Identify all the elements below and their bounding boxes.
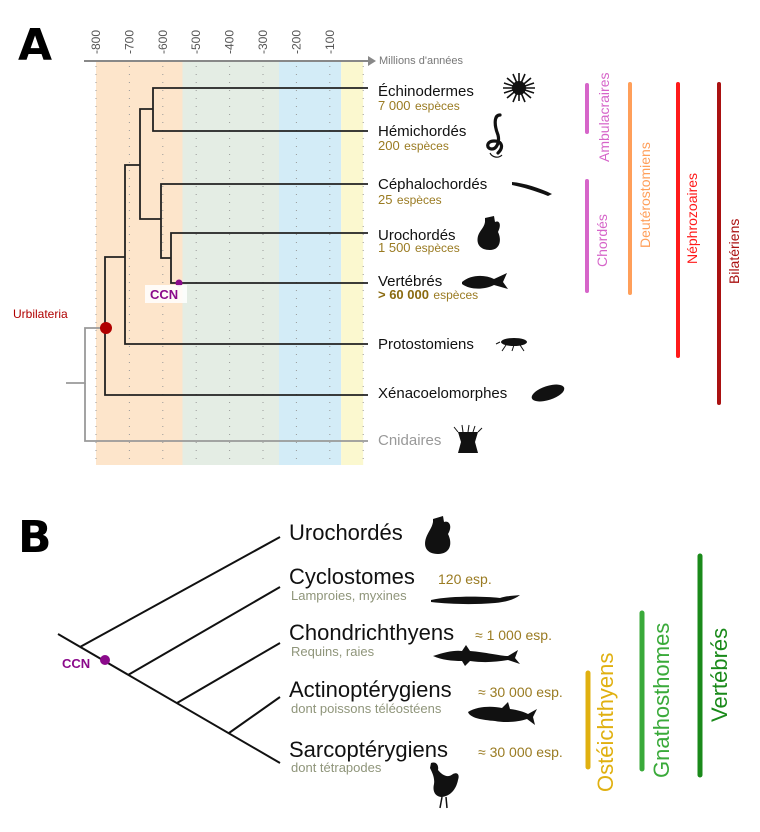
branch-deuterostomia — [139, 108, 161, 220]
taxon-echinodermes[interactable]: Échinodermes 7 000 espèces — [378, 83, 474, 114]
taxon-b-cyclostomes[interactable]: Cyclostomes 120 esp. Lamproies, myxines — [289, 564, 492, 603]
clade-label-chordes: Chordés — [594, 214, 610, 267]
taxon-subtitle: dont tétrapodes — [291, 760, 382, 775]
taxon-name: Vertébrés — [378, 273, 442, 290]
tree-b-branches — [57, 536, 281, 764]
clade-label-bilateriens: Bilatériens — [726, 219, 742, 284]
urbilateria-node[interactable] — [100, 322, 112, 334]
taxon-name: Protostomiens — [378, 336, 474, 353]
tick-label: -200 — [289, 30, 303, 54]
branch-cnidaria — [84, 383, 368, 442]
taxon-vertebres[interactable]: Vertébrés > 60 000 espèces — [378, 273, 478, 303]
acorn-worm-icon — [486, 113, 504, 158]
branch-chondrichthyes — [176, 642, 281, 704]
tick-label: -500 — [189, 30, 203, 54]
branch-actinopterygii — [228, 696, 281, 734]
sea-urchin-icon — [503, 73, 535, 103]
shark-icon — [433, 645, 520, 666]
taxon-count: 1 500 espèces — [378, 239, 460, 256]
taxon-name: Échinodermes — [378, 83, 474, 100]
taxon-count: ≈ 30 000 esp. — [478, 684, 563, 700]
fish-icon — [462, 273, 508, 289]
taxon-subtitle: Requins, raies — [291, 644, 375, 659]
clade-label-osteichthyens: Ostéichthyens — [593, 653, 618, 792]
clade-label-deuterostomiens: Deutérostomiens — [637, 142, 653, 248]
trout-icon — [468, 702, 537, 725]
period-band-paleozoic — [182, 62, 280, 465]
tunicate-icon — [425, 516, 451, 554]
urbilateria-label: Urbilateria — [13, 307, 68, 321]
taxon-name: Cyclostomes — [289, 564, 415, 589]
period-band-cenozoic — [341, 62, 364, 465]
chicken-icon — [430, 762, 459, 809]
taxon-count: 7 000 espèces — [378, 97, 460, 114]
tick-label: -400 — [223, 30, 237, 54]
taxon-count: ≈ 1 000 esp. — [475, 627, 552, 643]
period-band-mesozoic — [279, 62, 342, 465]
ccn-label-b: CCN — [62, 656, 90, 671]
clade-label-nephrozoaires: Néphrozoaires — [684, 173, 700, 264]
taxon-count: ≈ 30 000 esp. — [478, 744, 563, 760]
taxon-b-actinopterygiens[interactable]: Actinoptérygiens ≈ 30 000 esp. dont pois… — [289, 677, 563, 716]
branch-urochordata — [79, 536, 281, 648]
taxon-urochordes[interactable]: Urochordés 1 500 espèces — [378, 227, 460, 256]
taxon-b-urochordes[interactable]: Urochordés — [289, 520, 403, 545]
branch-olfactores — [170, 232, 368, 284]
insect-icon — [495, 338, 527, 352]
tick-label: -700 — [122, 30, 136, 54]
sea-anemone-icon — [453, 424, 483, 453]
lamprey-icon — [431, 595, 520, 605]
tick-label: -800 — [89, 30, 103, 54]
axis-ticks: -800 -700 -600 -500 -400 -300 -200 -100 — [89, 30, 337, 54]
taxon-name: Hémichordés — [378, 123, 466, 140]
ccn-node-a[interactable] — [175, 279, 183, 287]
branch-nephrozoa — [124, 164, 368, 345]
taxon-count: 25 espèces — [378, 191, 442, 208]
clade-label-vertebres: Vertébrés — [707, 628, 732, 722]
taxon-name: Céphalochordés — [378, 176, 487, 193]
taxon-name: Urochordés — [289, 520, 403, 545]
taxon-name: Xénacoelomorphes — [378, 385, 507, 402]
panel-a-letter: A — [18, 20, 52, 71]
taxon-b-sarcopterygiens[interactable]: Sarcoptérygiens ≈ 30 000 esp. dont tétra… — [289, 737, 563, 775]
tunicate-icon — [477, 216, 500, 250]
tick-label: -300 — [256, 30, 270, 54]
taxon-count: > 60 000 espèces — [378, 286, 478, 303]
lancelet-icon — [512, 182, 552, 196]
tick-label: -600 — [156, 30, 170, 54]
branch-sarcopterygii — [57, 633, 281, 764]
taxon-name: Chondrichthyens — [289, 620, 454, 645]
axis-arrow-icon — [368, 56, 376, 66]
taxon-name: Actinoptérygiens — [289, 677, 452, 702]
taxon-subtitle: dont poissons téléostéens — [291, 701, 442, 716]
taxon-cephalochordes[interactable]: Céphalochordés 25 espèces — [378, 176, 487, 208]
taxon-cnidaires[interactable]: Cnidaires — [378, 432, 441, 449]
branch-root — [66, 327, 105, 384]
ccn-label-a: CCN — [150, 287, 178, 302]
ccn-node-b[interactable] — [100, 655, 110, 665]
taxon-name: Urochordés — [378, 227, 456, 244]
taxon-count: 120 esp. — [438, 571, 492, 587]
branch-cyclostomata — [127, 586, 281, 676]
clade-label-ambulacraires: Ambulacraires — [596, 73, 612, 162]
taxon-name: Sarcoptérygiens — [289, 737, 448, 762]
ccn-label-bg — [145, 285, 187, 303]
branch-cephalochordata — [160, 183, 368, 219]
taxon-count: 200 espèces — [378, 137, 449, 154]
taxon-hemichordes[interactable]: Hémichordés 200 espèces — [378, 123, 466, 154]
axis-title: Millions d'années — [379, 55, 464, 67]
clade-label-gnathosthomes: Gnathosthomes — [649, 623, 674, 778]
taxon-protostomiens[interactable]: Protostomiens — [378, 336, 474, 353]
taxon-xenacoelomorphes[interactable]: Xénacoelomorphes — [378, 385, 507, 402]
tick-label: -100 — [323, 30, 337, 54]
flatworm-icon — [531, 384, 565, 402]
taxon-subtitle: Lamproies, myxines — [291, 588, 407, 603]
taxon-b-chondrichthyens[interactable]: Chondrichthyens ≈ 1 000 esp. Requins, ra… — [289, 620, 552, 659]
taxon-name: Cnidaires — [378, 432, 441, 449]
panel-b-letter: B — [18, 512, 52, 563]
